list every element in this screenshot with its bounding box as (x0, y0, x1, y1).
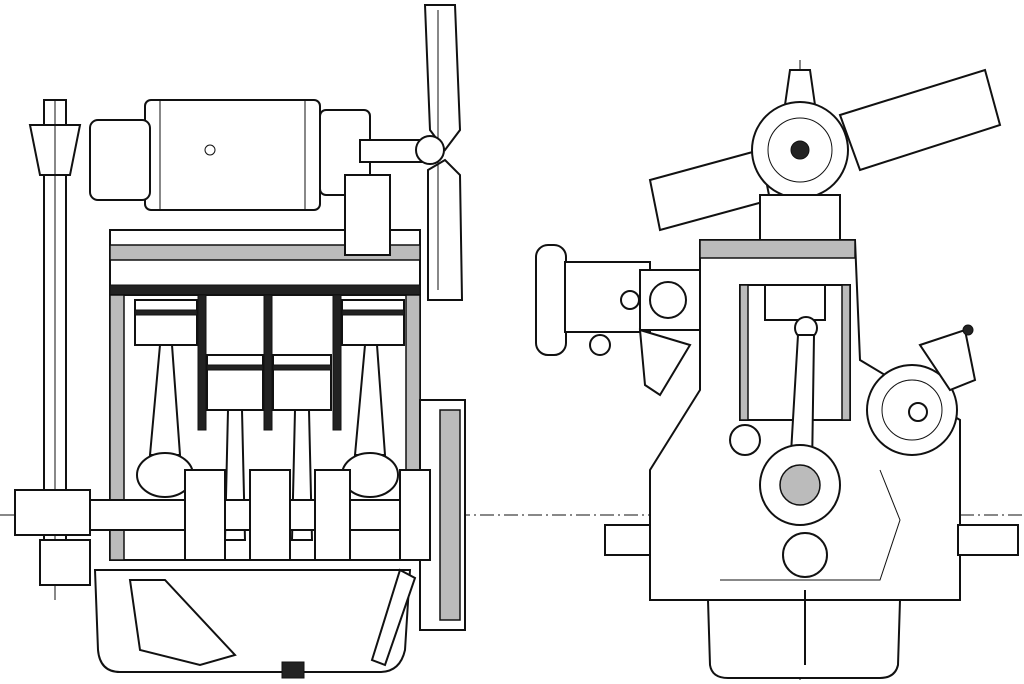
front-section-view (535, 68, 1019, 679)
side-section-view (14, 4, 466, 679)
distributor (866, 324, 977, 456)
fan-blade (783, 69, 817, 106)
crank-pulley-belt (14, 99, 91, 600)
piston-1 (134, 299, 198, 346)
piston-4 (341, 299, 405, 346)
engine-block-front (604, 239, 1019, 601)
camshaft (729, 424, 761, 456)
fan-blade-side (423, 4, 464, 301)
fan-blade (838, 68, 1002, 172)
fan-blade (648, 148, 772, 232)
pistons (134, 299, 405, 411)
crankshaft (89, 469, 421, 561)
generator (89, 99, 445, 211)
carburettor (535, 244, 701, 397)
fan (648, 68, 1002, 241)
oil-pan-front (706, 590, 902, 679)
piston-2 (206, 354, 264, 411)
cylinder-head (109, 174, 421, 296)
oil-pan (93, 568, 417, 679)
piston (764, 284, 826, 321)
piston-3 (272, 354, 332, 411)
flywheel-housing (399, 399, 466, 631)
